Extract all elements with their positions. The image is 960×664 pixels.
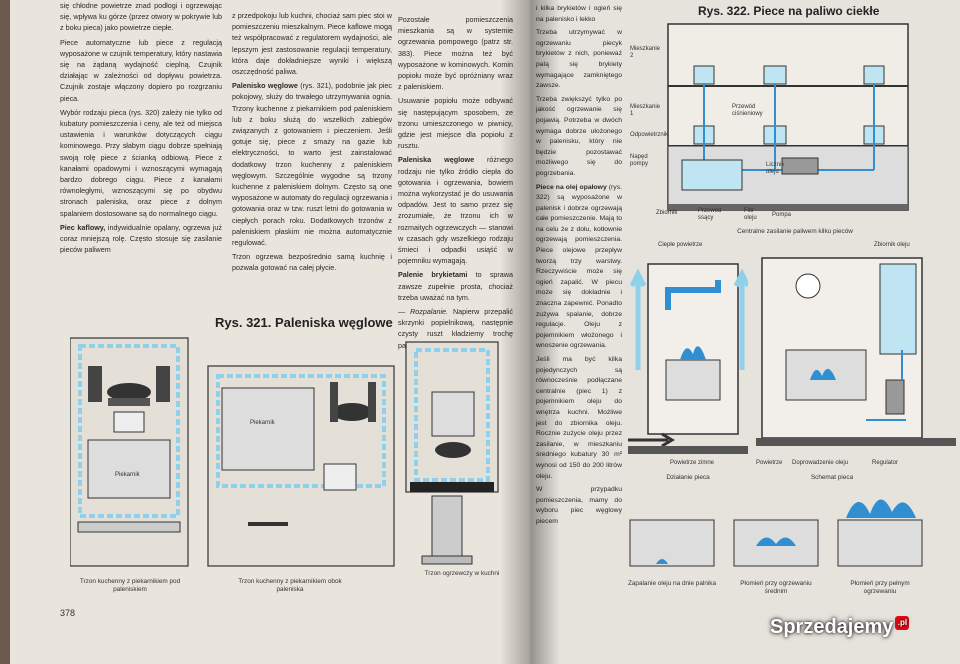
bold-term: Piec kaflowy, <box>60 222 106 232</box>
paragraph: Piece automatyczne lub piece z regulacją… <box>60 37 222 103</box>
label-doprowadzenie-oleju: Doprowadzenie oleju <box>792 460 849 466</box>
figure-321-title: Rys. 321. Paleniska węglowe <box>215 315 393 330</box>
text-column-2: z przedpokoju lub kuchni, chociaż sam pi… <box>232 10 392 277</box>
paragraph: W przypadku pomieszczenia, mamy do wybor… <box>536 486 622 525</box>
label-zbiornik-oleju: Zbiornik oleju <box>874 242 910 248</box>
paragraph: Paleniska węglowe różnego rodzaju nie ty… <box>398 154 513 266</box>
paragraph-text: to sprawa zawsze zupełnie prosta, chocia… <box>398 270 513 302</box>
watermark-text: Sprzedajemy <box>770 616 894 638</box>
cold-air-arrow-icon <box>628 432 675 448</box>
paragraph: Palenie brykietami to sprawa zawsze zupe… <box>398 269 513 303</box>
paragraph: się chłodne powietrze znad podłogi i ogr… <box>60 1 222 33</box>
label-piekarnik: Piekarnik <box>250 420 275 426</box>
label-powietrze-zimne: Powietrze zimne <box>670 460 715 466</box>
stove-2 <box>207 365 395 567</box>
bold-term: Piece na olej opałowy <box>536 183 607 191</box>
right-page: i kilka brykietów i ogień się na palenis… <box>530 0 960 664</box>
pump-icon <box>781 157 819 175</box>
bold-term: Paleniska węglowe <box>398 155 475 165</box>
flame-icon <box>656 559 668 564</box>
label-licznik-oleju: Licznik oleju <box>766 162 785 175</box>
paragraph-text: (rys. 322) są wyposażone w palenisk i do… <box>536 183 622 350</box>
oil-stove-schematic <box>756 257 956 446</box>
label-przewod-cisnieniowy: Przewód ciśnieniowy <box>732 104 763 117</box>
paragraph: Trzon ogrzewa bezpośrednio samą kuchnię … <box>232 252 392 273</box>
label-mieszkanie-2: Mieszkanie 2 <box>630 46 661 59</box>
caption-burner-1: Zapalanie oleju na dnie palnika <box>627 580 717 587</box>
page-number: 378 <box>60 608 76 618</box>
label-zbiornik: Zbiornik <box>656 210 678 216</box>
label-powietrze: Powietrze <box>756 460 783 466</box>
paragraph-text: indywidualnie opalany, ogrzewa już coraz… <box>60 222 223 255</box>
paragraph: Palenisko węglowe (rys. 321), podobnie j… <box>232 80 392 248</box>
caption-burner-2: Płomień przy ogrzewaniu średnim <box>740 580 812 595</box>
paragraph: Piec kaflowy, indywidualnie opalany, ogr… <box>60 222 222 256</box>
figure-322-title: Rys. 322. Piece na paliwo ciekłe <box>698 4 880 18</box>
label-filtr-oleju: Filtr oleju <box>744 208 757 221</box>
coal-pile-icon <box>435 442 471 458</box>
caption-stove-1: Trzon kuchenny z piekarnikiem pod paleni… <box>79 578 181 593</box>
paragraph: Jeśli ma być kilka pojedynczych są równo… <box>536 356 622 480</box>
bold-term: Palenie brykietami <box>398 270 468 280</box>
label-przewod-ssacy: Przewód ssący <box>698 208 722 221</box>
paragraph: i kilka brykietów i ogień się na palenis… <box>536 5 622 23</box>
text-column-3: Pozostałe pomieszczenia mieszkania są w … <box>398 14 513 354</box>
oil-tank-icon <box>879 263 917 355</box>
label-naped-pompy: Napęd pompy <box>630 154 649 167</box>
paragraph-text: (rys. 321), podobnie jak piec pokojowy, … <box>232 81 393 248</box>
paragraph: Piece na olej opałowy (rys. 322) są wypo… <box>536 183 622 353</box>
label-odpowietrznik: Odpowietrznik <box>630 132 669 138</box>
watermark-suffix: .pl <box>895 616 910 631</box>
flame-icon <box>680 346 706 360</box>
regulator-icon <box>885 379 905 415</box>
paragraph-text: różnego rodzaju nie tylko źródło ciepła … <box>398 155 513 266</box>
label-piekarnik: Piekarnik <box>115 472 140 478</box>
paragraph: Trzeba zwiększyć tylko po jakość ogrzewa… <box>536 95 622 177</box>
burner-stage-1 <box>629 519 715 567</box>
paragraph: z przedpokoju lub kuchni, chociaż sam pi… <box>232 11 392 77</box>
italic-term: — Rozpalanie. <box>398 307 449 317</box>
bold-term: Palenisko węglowe <box>232 81 298 91</box>
label-regulator: Regulator <box>872 460 899 466</box>
caption-stove-2: Trzon kuchenny z piekarnikiem obok palen… <box>238 578 342 593</box>
caption-stove-3: Trzon ogrzewczy w kuchni <box>424 570 500 577</box>
burner-stage-3 <box>837 499 923 567</box>
caption-schemat-pieca: Schemat pieca <box>810 474 854 481</box>
paragraph: Wybór rodzaju pieca (rys. 320) zależy ni… <box>60 107 222 218</box>
burner-flame-stages <box>629 499 923 567</box>
warm-air-arrow-icon <box>629 268 647 370</box>
left-page: się chłodne powietrze znad podłogi i ogr… <box>10 0 530 664</box>
warm-air-arrow-icon <box>733 268 748 370</box>
label-cieple-powietrze: Ciepłe powietrze <box>658 242 703 248</box>
flame-icon <box>756 537 796 546</box>
text-column-right: i kilka brykietów i ogień się na palenis… <box>536 4 622 531</box>
paragraph: Usuwanie popiołu może odbywać się następ… <box>398 96 513 151</box>
flame-icon <box>810 368 836 380</box>
building-cross-section <box>667 23 909 211</box>
caption-central-supply: Centralne zasilanie paliwem kilku pieców <box>737 228 853 235</box>
coal-pile-icon <box>107 383 151 401</box>
paragraph: Pozostałe pomieszczenia mieszkania są w … <box>398 15 513 92</box>
burner-stage-2 <box>733 519 819 567</box>
flame-icon <box>846 499 916 518</box>
stove-3 <box>405 341 499 565</box>
label-pompa: Pompa <box>772 212 792 218</box>
oil-stove-airflow-diagram <box>628 263 748 454</box>
caption-dzialanie-pieca: Działanie pieca <box>666 474 710 481</box>
oil-tank-icon <box>681 159 743 191</box>
figure-321-illustration <box>70 337 499 567</box>
stove-1 <box>70 337 189 567</box>
caption-burner-3: Płomień przy pełnym ogrzewaniu <box>850 580 910 595</box>
paragraph: Trzeba utrzymywać w ogrzewaniu piecyk br… <box>536 29 622 90</box>
text-column-1: się chłodne powietrze znad podłogi i ogr… <box>60 0 222 258</box>
watermark-logo: Sprzedajemy.pl <box>770 616 910 639</box>
coal-pile-icon <box>332 403 372 421</box>
label-mieszkanie-1: Mieszkanie 1 <box>630 104 661 117</box>
